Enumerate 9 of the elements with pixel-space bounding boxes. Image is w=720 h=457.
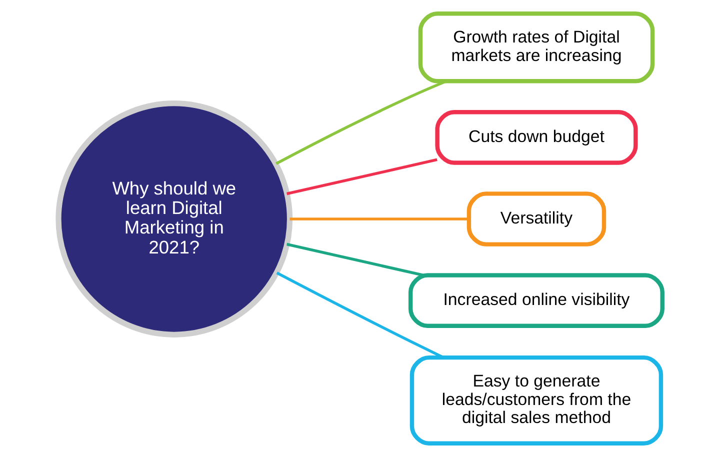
node-box: Growth rates of Digital markets are increasing bbox=[418, 12, 654, 84]
connector bbox=[286, 158, 437, 196]
connector bbox=[289, 218, 468, 220]
node-circle: Why should we learn Digital Marketing in 2021? bbox=[55, 100, 292, 338]
node-box: Versatility bbox=[466, 192, 606, 246]
node-box: Cuts down budget bbox=[434, 110, 638, 165]
node-box: Increased online visibility bbox=[408, 273, 664, 328]
connector bbox=[286, 242, 423, 277]
node-box: Easy to generate leads/customers from the digital sales method bbox=[409, 355, 663, 446]
